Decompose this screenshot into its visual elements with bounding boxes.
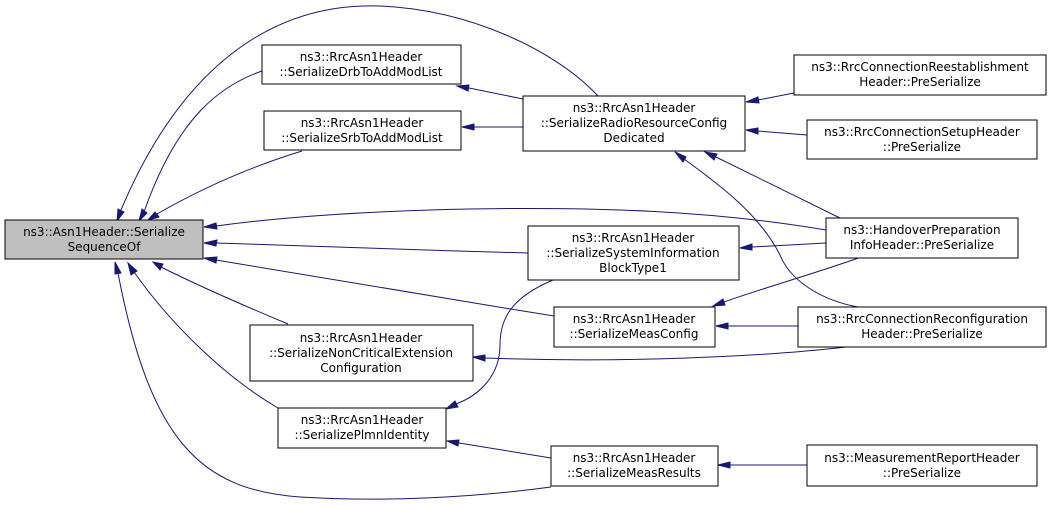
edge-srb-to-root	[146, 150, 303, 221]
node-serialize-radio-resource-config-dedicated[interactable]: ns3::RrcAsn1Header ::SerializeRadioResou…	[522, 95, 746, 152]
node-label-line-1: ns3::RrcAsn1Header	[301, 116, 424, 130]
edge-sib1-to-plmn	[444, 279, 554, 410]
edge-plmn-to-root	[127, 261, 279, 409]
nodes-layer: ns3::Asn1Header::Serialize SequenceOf ns…	[4, 44, 1047, 487]
node-label-line-2: ::SerializeDrbToAddModList	[279, 65, 442, 79]
node-rrc-connection-reestablishment-header-preserialize[interactable]: ns3::RrcConnectionReestablishment Header…	[793, 54, 1047, 96]
edge-meascfg-to-root	[203, 256, 555, 317]
node-measurement-report-header-preserialize[interactable]: ns3::MeasurementReportHeader ::PreSerial…	[806, 444, 1038, 487]
node-handover-preparation-info-header-preserialize[interactable]: ns3::HandoverPreparation InfoHeader::Pre…	[825, 217, 1019, 259]
node-label-line-1: ns3::RrcAsn1Header	[573, 312, 696, 326]
edge-noncrit-to-root	[151, 261, 289, 325]
edge-reconf-to-noncrit	[472, 346, 847, 362]
edge-measres-to-root	[114, 261, 552, 500]
node-label-line-2: ::PreSerialize	[883, 140, 961, 154]
node-label-line-1: ns3::RrcConnectionReestablishment	[811, 60, 1029, 74]
node-label-line-1: ns3::RrcAsn1Header	[301, 413, 424, 427]
edge-handover-to-root	[203, 207, 827, 231]
edge-radio-to-root	[116, 5, 599, 223]
edge-reconf-to-meascfg	[715, 322, 798, 330]
node-label-line-2: ::SerializeRadioResourceConfig	[541, 116, 727, 130]
node-label-line-2: ::SerializePlmnIdentity	[295, 428, 430, 442]
node-serialize-system-information-block-type1[interactable]: ns3::RrcAsn1Header ::SerializeSystemInfo…	[527, 225, 740, 281]
node-label-line-2: Header::PreSerialize	[861, 327, 983, 341]
node-serialize-sequence-of[interactable]: ns3::Asn1Header::Serialize SequenceOf	[4, 219, 204, 260]
node-label-line-2: InfoHeader::PreSerialize	[850, 238, 994, 252]
edge-radio-to-drb	[455, 84, 524, 100]
edge-sib1-to-root	[203, 239, 529, 254]
node-label-line-2: Header::PreSerialize	[859, 75, 981, 89]
edge-reconf-to-radio	[674, 151, 859, 308]
node-label-line-1: ns3::Asn1Header::Serialize	[23, 225, 185, 239]
node-label-line-1: ns3::RrcAsn1Header	[573, 451, 696, 465]
node-serialize-plmn-identity[interactable]: ns3::RrcAsn1Header ::SerializePlmnIdenti…	[277, 407, 447, 449]
node-rrc-connection-setup-header-preserialize[interactable]: ns3::RrcConnectionSetupHeader ::PreSeria…	[806, 119, 1038, 160]
node-rrc-connection-reconfiguration-header-preserialize[interactable]: ns3::RrcConnectionReconfiguration Header…	[797, 306, 1047, 348]
edge-handover-to-sib1	[739, 242, 827, 251]
node-label-line-1: ns3::MeasurementReportHeader	[824, 451, 1020, 465]
node-serialize-non-critical-extension-configuration[interactable]: ns3::RrcAsn1Header ::SerializeNonCritica…	[249, 324, 474, 382]
node-label-line-1: ns3::RrcAsn1Header	[300, 50, 423, 64]
node-label-line-2: ::SerializeSrbToAddModList	[281, 131, 443, 145]
node-label-line-1: ns3::RrcConnectionSetupHeader	[824, 125, 1020, 139]
edge-measrep-to-measres	[717, 461, 807, 469]
edge-drb-to-root	[138, 70, 263, 223]
node-label-line-1: ns3::RrcAsn1Header	[573, 101, 696, 115]
edge-handover-to-meascfg	[711, 255, 865, 307]
edge-radio-to-srb	[461, 123, 523, 131]
node-label-line-3: BlockType1	[599, 261, 667, 275]
node-serialize-meas-config[interactable]: ns3::RrcAsn1Header ::SerializeMeasConfig	[553, 306, 716, 348]
node-serialize-meas-results[interactable]: ns3::RrcAsn1Header ::SerializeMeasResult…	[550, 445, 719, 487]
node-serialize-srb-to-add-mod-list[interactable]: ns3::RrcAsn1Header ::SerializeSrbToAddMo…	[263, 110, 462, 151]
node-label-line-2: ::SerializeMeasResults	[567, 466, 701, 480]
node-label-line-2: ::PreSerialize	[883, 466, 961, 480]
node-label-line-2: ::SerializeSystemInformation	[546, 246, 719, 260]
edge-handover-to-radio	[703, 151, 841, 219]
edge-setup-to-radio	[745, 127, 808, 136]
node-label-line-2: ::SerializeNonCriticalExtension	[269, 346, 453, 360]
node-label-line-3: Configuration	[320, 361, 401, 375]
node-label-line-1: ns3::HandoverPreparation	[843, 223, 1000, 237]
node-serialize-drb-to-add-mod-list[interactable]: ns3::RrcAsn1Header ::SerializeDrbToAddMo…	[261, 44, 462, 85]
node-label-line-3: Dedicated	[603, 131, 664, 145]
node-label-line-2: ::SerializeMeasConfig	[570, 327, 699, 341]
node-label-line-1: ns3::RrcAsn1Header	[300, 331, 423, 345]
node-label-line-1: ns3::RrcAsn1Header	[572, 231, 695, 245]
node-label-line-2: SequenceOf	[68, 240, 142, 254]
node-label-line-1: ns3::RrcConnectionReconfiguration	[816, 312, 1028, 326]
edge-measres-to-plmn	[445, 439, 552, 459]
edge-reest-to-radio	[745, 92, 795, 104]
edges-layer	[114, 5, 865, 500]
